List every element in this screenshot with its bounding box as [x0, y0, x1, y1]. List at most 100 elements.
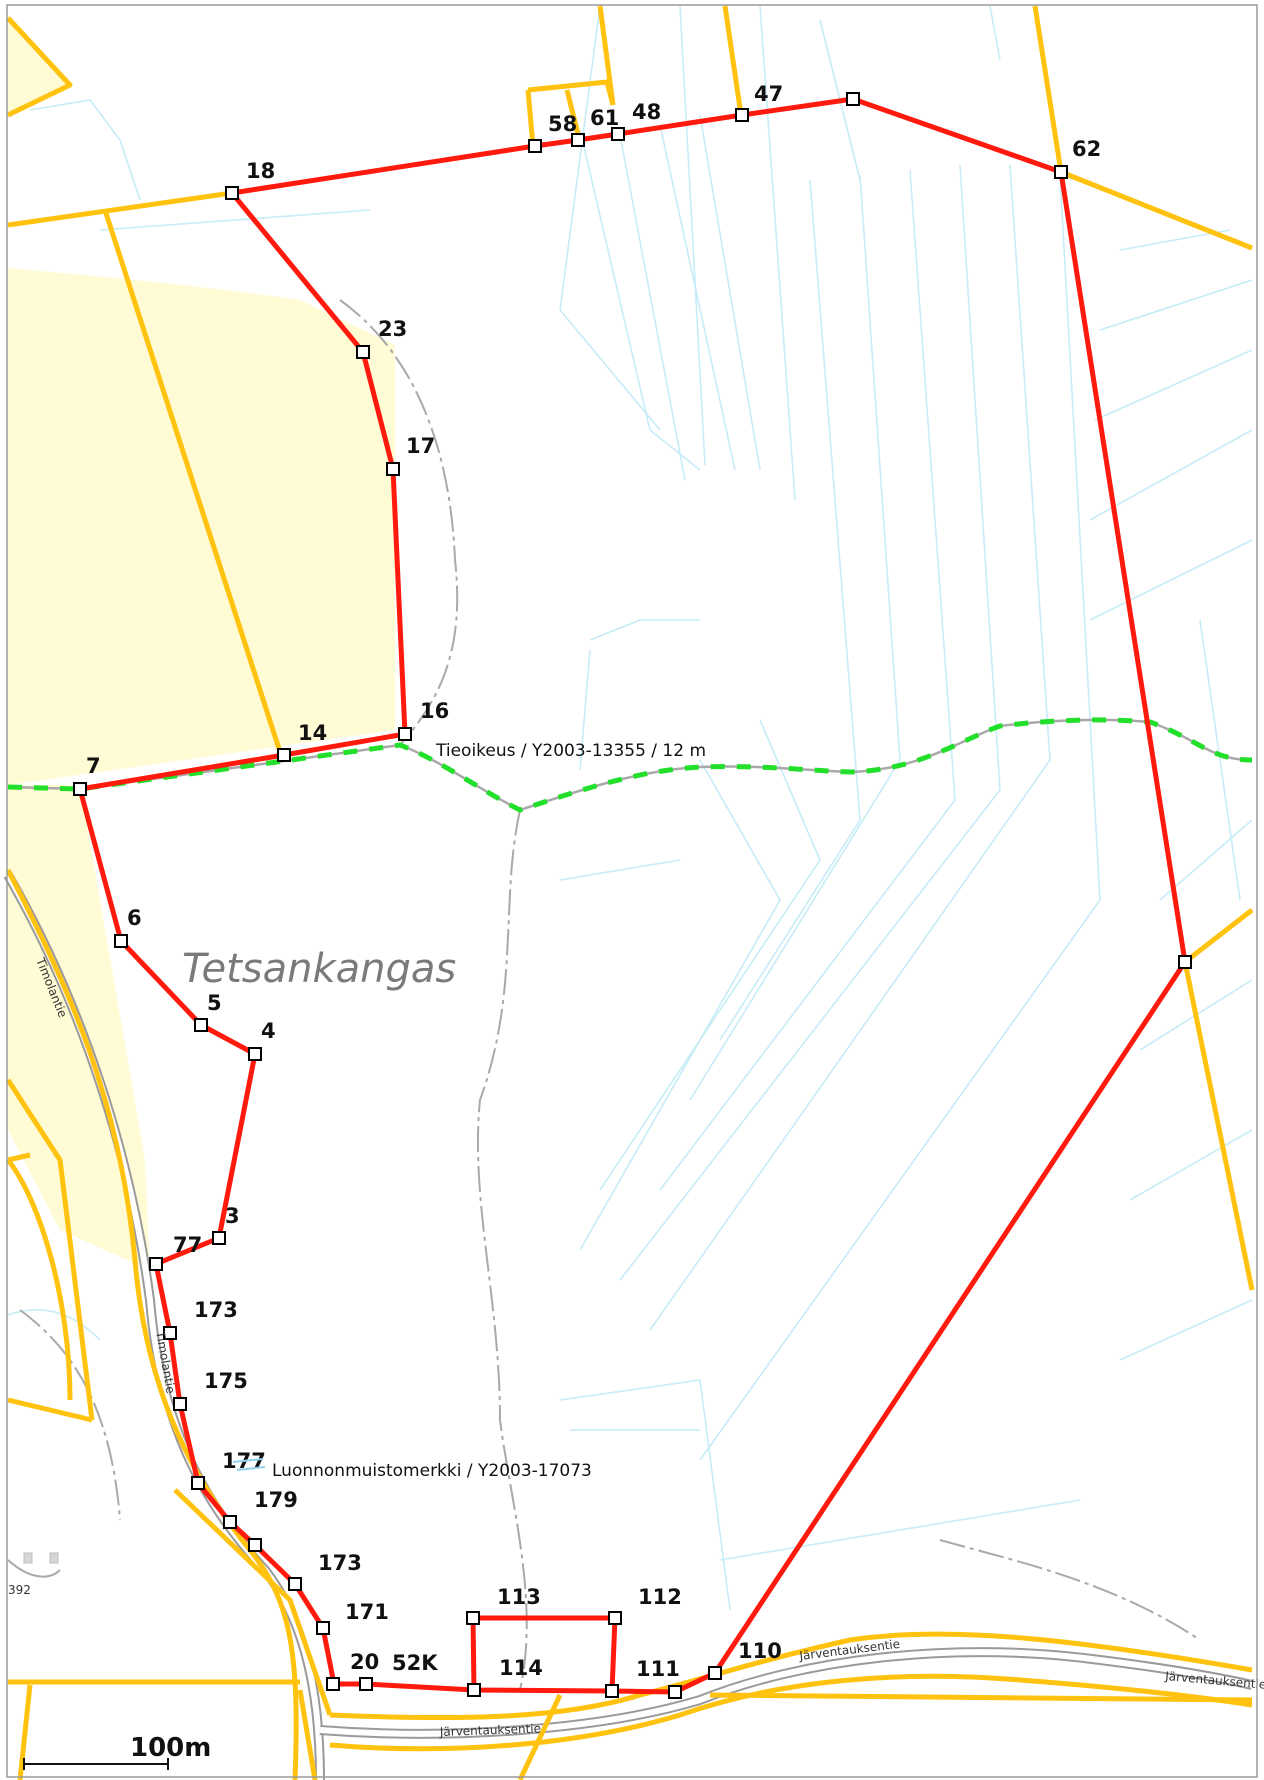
ditch-line: [1129, 1129, 1253, 1201]
vertex-marker: [467, 1683, 481, 1697]
ditch-line: [99, 209, 371, 231]
property-line: [517, 1693, 563, 1780]
ditch-line: [699, 174, 1101, 1461]
vertex-marker: [191, 1476, 205, 1490]
vertex-label: 4: [261, 1019, 276, 1043]
vertex-label: 62: [1072, 137, 1101, 161]
ditch-line: [559, 1379, 731, 1611]
ditch-line: [719, 179, 861, 1041]
vertex-marker: [668, 1685, 682, 1699]
ditch-line: [1119, 1299, 1253, 1361]
property-line: [7, 1397, 93, 1423]
vertex-label: 112: [638, 1585, 682, 1609]
ditch-line: [719, 1499, 1081, 1561]
vertex-marker: [73, 782, 87, 796]
vertex-marker: [223, 1515, 237, 1529]
vertex-marker: [571, 133, 585, 147]
vertex-label: 61: [590, 106, 619, 130]
vertex-label: 175: [204, 1369, 248, 1393]
property-line: [297, 1689, 318, 1780]
vertex-marker: [248, 1538, 262, 1552]
ditch-line: [579, 759, 781, 1251]
property-lines: [5, 5, 1255, 1780]
ditch-line: [679, 5, 706, 466]
boundary-vertices: [73, 92, 1192, 1699]
vertex-label: 171: [345, 1600, 389, 1624]
ditch-line: [559, 859, 681, 881]
property-line: [7, 1152, 31, 1163]
vertex-label: 48: [632, 100, 661, 124]
forest-track: [939, 1539, 1201, 1641]
vertex-label: 6: [127, 906, 142, 930]
vertex-marker: [173, 1397, 187, 1411]
property-line: [5, 868, 299, 1780]
property-line: [329, 1673, 1253, 1752]
forest-track: [476, 809, 528, 1691]
vertex-label: 173: [194, 1298, 238, 1322]
vertex-marker: [846, 92, 860, 106]
field-area: [8, 268, 395, 785]
vertex-label: 16: [420, 699, 449, 723]
vertex-label: 20: [350, 1650, 379, 1674]
jarventauksentie-road-fill: [319, 1649, 1253, 1737]
property-line: [709, 1692, 1253, 1703]
vertex-label: 7: [86, 754, 101, 778]
building-icon: [49, 1552, 59, 1564]
boundary: [77, 96, 1188, 1695]
property-line: [6, 16, 73, 118]
vertex-marker: [708, 1666, 722, 1680]
ditch-line: [759, 5, 796, 501]
vertex-marker: [277, 748, 291, 762]
ditch-line: [659, 124, 736, 471]
ditch-line: [579, 649, 591, 771]
vertex-labels: 18 58 61 48 47 62 23 17 16 14 7 6 5 4 3 …: [86, 82, 1101, 1681]
place-name: Tetsankangas: [182, 946, 456, 992]
property-line: [1032, 5, 1064, 173]
ditch-line: [579, 129, 701, 471]
ditch-line: [619, 134, 686, 481]
vertex-label: 3: [225, 1204, 240, 1228]
ditch-line: [1094, 349, 1253, 421]
ditch-line: [1089, 429, 1253, 521]
vertex-marker: [316, 1621, 330, 1635]
vertex-marker: [326, 1677, 340, 1691]
map-frame: [6, 4, 1258, 1778]
ditch-line: [1099, 279, 1253, 331]
forest-tracks: [19, 299, 1201, 1691]
property-line: [564, 89, 581, 135]
vertex-marker: [194, 1018, 208, 1032]
property-line: [7, 190, 233, 228]
boundary-path: [77, 96, 1188, 1695]
vertex-label: 110: [738, 1639, 782, 1663]
drainage-ditches: [7, 5, 1253, 1611]
ditch-line: [649, 164, 1051, 1331]
vertex-marker: [225, 186, 239, 200]
ditch-line: [689, 174, 901, 1101]
vertex-marker: [212, 1231, 226, 1245]
ditch-line: [589, 619, 700, 641]
vertex-marker: [528, 139, 542, 153]
vertex-label: 111: [636, 1657, 680, 1681]
vertex-marker: [1178, 955, 1192, 969]
property-line: [17, 1684, 33, 1780]
property-line: [102, 209, 284, 756]
vertex-marker: [149, 1257, 163, 1271]
property-line: [6, 1158, 73, 1401]
vertex-marker: [605, 1684, 619, 1698]
vertex-marker: [248, 1047, 262, 1061]
vertex-marker: [608, 1611, 622, 1625]
property-line: [329, 1631, 1253, 1721]
vertex-marker: [359, 1677, 373, 1691]
property-line: [527, 79, 616, 106]
vertex-label: 18: [246, 159, 275, 183]
vertex-marker: [163, 1326, 177, 1340]
vertex-label: 58: [548, 112, 577, 136]
vertex-marker: [1054, 165, 1068, 179]
vertex-label: 14: [298, 721, 327, 745]
property-line: [1182, 961, 1255, 1291]
building-icon: [23, 1552, 33, 1564]
easement-path: [7, 717, 1253, 813]
minor-road: [7, 1559, 61, 1578]
vertex-marker: [288, 1577, 302, 1591]
